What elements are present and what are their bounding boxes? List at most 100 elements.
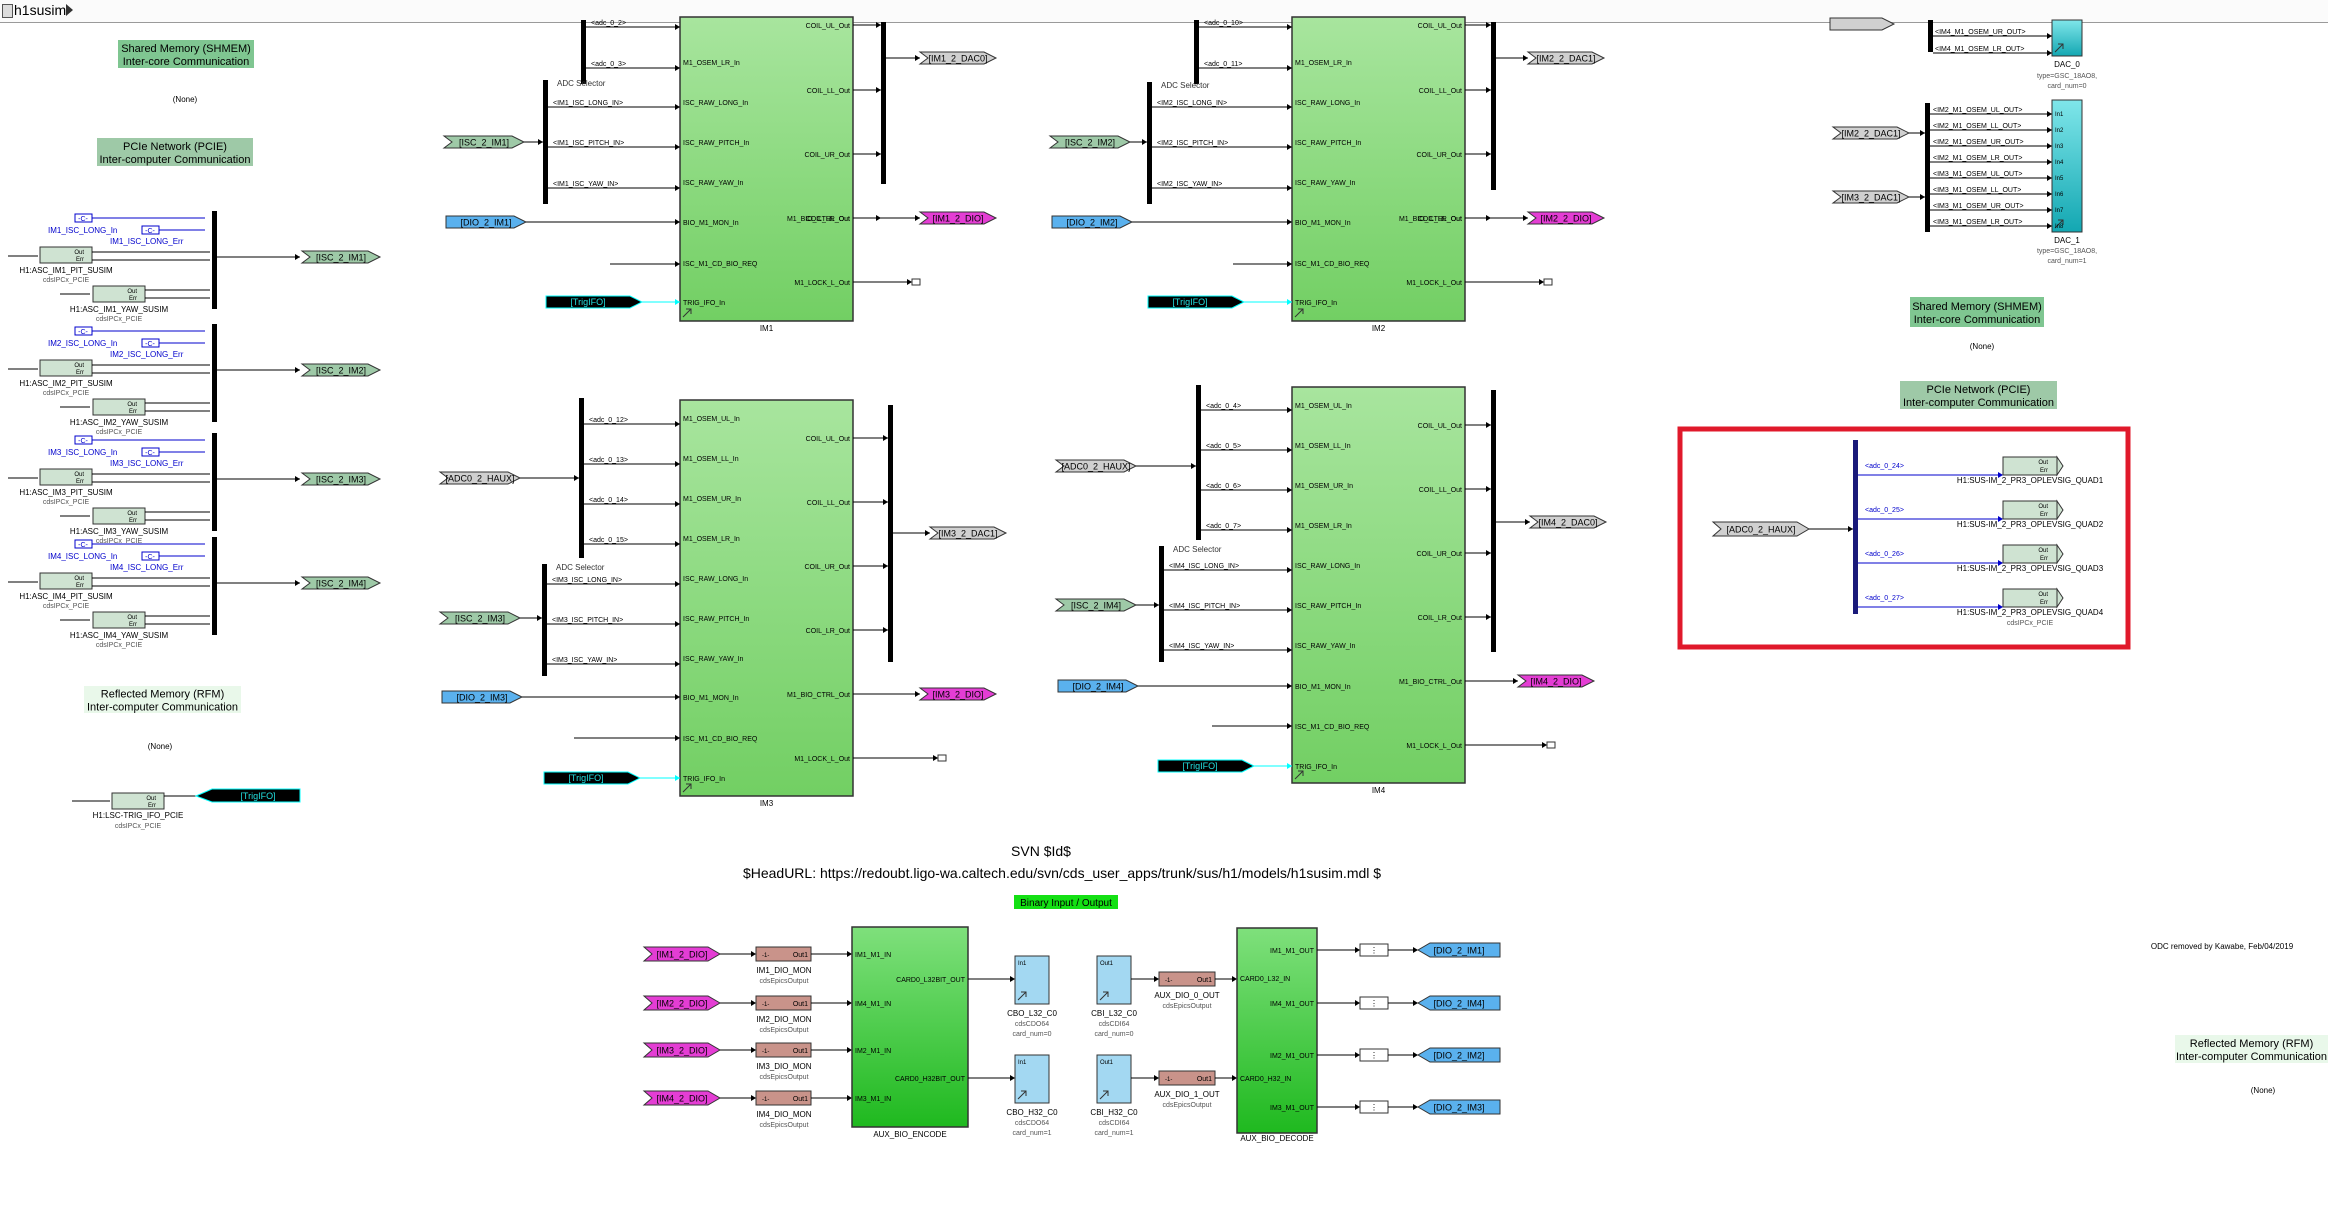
trigifo-from-tag[interactable] [545, 295, 644, 309]
ipc-block-name: H1:ASC_IM1_YAW_SUSIM [70, 305, 169, 314]
cd-io-block[interactable] [1096, 1054, 1132, 1104]
dio-from-tag[interactable] [445, 215, 528, 229]
im-subsystem-block[interactable] [679, 399, 854, 797]
oplev-ipc-block[interactable] [2002, 456, 2058, 476]
dio-from-tag[interactable] [642, 995, 721, 1011]
from-tag-partial[interactable] [1829, 17, 1896, 31]
cd-io-block[interactable] [1014, 1054, 1050, 1104]
isc-from-tag[interactable] [1048, 135, 1132, 149]
isc-goto-tag[interactable] [300, 250, 382, 264]
arrow-head-icon [1287, 607, 1292, 613]
im-subsystem-block[interactable] [1291, 386, 1466, 784]
aux-bio-decode-block[interactable] [1236, 927, 1318, 1134]
im-input-port: TRIG_IFO_In [1295, 300, 1337, 307]
ipc-block-sub: cdsIPCx_PCIE [96, 316, 143, 323]
cd-io-block[interactable] [1014, 955, 1050, 1005]
adc-selector-label: ADC Selector [1161, 81, 1210, 90]
port-err: Err [129, 409, 137, 415]
im-input-port: ISC_RAW_PITCH_In [1295, 603, 1361, 610]
oplev-ipc-block[interactable] [2002, 588, 2058, 608]
isc-from-tag[interactable] [1054, 598, 1138, 612]
im-subsystem-block[interactable] [679, 16, 854, 322]
dio-goto-tag[interactable] [1417, 995, 1501, 1011]
cd-io-block[interactable] [1096, 955, 1132, 1005]
terminator-block[interactable] [1546, 741, 1556, 749]
aux-bio-encode-block[interactable] [851, 926, 969, 1128]
dac-goto-tag[interactable] [928, 526, 1008, 540]
model-breadcrumb[interactable]: h1susim [14, 2, 67, 18]
isc-goto-tag[interactable] [300, 576, 382, 590]
dio-from-tag[interactable] [441, 690, 524, 704]
arrow-head-icon [2047, 143, 2052, 149]
haux-from-tag[interactable] [438, 471, 522, 485]
pcie-ipc-block[interactable] [92, 507, 146, 525]
trigifo-from-label: [TrigIFO] [1172, 297, 1207, 307]
bus-bar [212, 433, 217, 531]
isc-goto-tag[interactable] [300, 472, 382, 486]
im-subsystem-block[interactable] [1291, 16, 1466, 322]
link-icon [1017, 991, 1027, 1001]
isc-long-err-label: IM1_ISC_LONG_Err [110, 237, 184, 246]
pcie-ipc-block[interactable] [92, 398, 146, 416]
dio-from-tag[interactable] [1057, 679, 1140, 693]
trigifo-from-tag[interactable] [1147, 295, 1246, 309]
trigifo-goto-tag[interactable] [194, 788, 301, 803]
isc-from-tag[interactable] [442, 135, 526, 149]
adc-selector-label: ADC Selector [556, 563, 605, 572]
dio-goto-tag[interactable] [1526, 211, 1606, 225]
pcie-ipc-block[interactable] [92, 611, 146, 629]
oplev-ipc-block[interactable] [2002, 500, 2058, 520]
pcie-ipc-block[interactable] [92, 285, 146, 303]
dac-goto-tag-label: [IM3_2_DAC1] [938, 529, 997, 539]
terminator-block[interactable] [1543, 278, 1553, 286]
terminator-block[interactable] [911, 278, 921, 286]
dio-from-tag[interactable] [1051, 215, 1134, 229]
dio-goto-tag[interactable] [1417, 942, 1501, 958]
isc-goto-tag[interactable] [300, 363, 382, 377]
dac-input-port: In3 [2055, 144, 2064, 150]
ipc-block-sub: cdsIPCx_PCIE [43, 499, 90, 506]
cd-port: Out1 [1100, 961, 1114, 967]
pcie-ipc-block[interactable] [39, 246, 93, 264]
pcie-ipc-block[interactable] [39, 468, 93, 486]
trigifo-from-tag[interactable] [543, 771, 642, 785]
dio-goto-tag[interactable] [918, 687, 998, 701]
dio-goto-tag[interactable] [1417, 1099, 1501, 1115]
port-err: Err [2040, 512, 2048, 518]
dio-from-tag[interactable] [642, 946, 721, 962]
pcie-ipc-block[interactable] [39, 359, 93, 377]
breadcrumb-arrow-icon[interactable] [66, 4, 73, 16]
dac1-from-tag[interactable] [1831, 190, 1911, 204]
decode-name: AUX_BIO_DECODE [1240, 1134, 1313, 1143]
trigifo-from-tag[interactable] [1157, 759, 1256, 773]
im-output-port: COIL_UL_Out [1418, 423, 1462, 430]
dio-mon-sub: cdsEpicsOutput [759, 978, 808, 985]
dio-from-tag[interactable] [642, 1042, 721, 1058]
oplev-ipc-block[interactable] [2002, 544, 2058, 564]
link-icon [1099, 1090, 1109, 1100]
im-output-port: M1_LOCK_L_Out [794, 280, 850, 287]
haux-from-tag[interactable] [1711, 521, 1810, 537]
arrow-head-icon [915, 55, 920, 61]
dac-goto-tag[interactable] [1528, 515, 1608, 529]
dac1-block[interactable] [2051, 99, 2083, 233]
ipc-block-name: H1:ASC_IM1_PIT_SUSIM [19, 266, 113, 275]
pcie-ipc-block[interactable] [39, 572, 93, 590]
dio-goto-tag[interactable] [918, 211, 998, 225]
lsc-trig-ipc-block[interactable] [111, 792, 165, 810]
dac-goto-tag[interactable] [918, 51, 998, 65]
haux-from-tag[interactable] [1054, 459, 1138, 473]
block-arrow-icon [2056, 455, 2064, 477]
dac-goto-tag[interactable] [1526, 51, 1606, 65]
terminator-block[interactable] [937, 754, 947, 762]
dio-goto-tag[interactable] [1516, 674, 1596, 688]
dio-from-tag[interactable] [642, 1090, 721, 1106]
dac-goto-tag-label: [IM4_2_DAC0] [1538, 518, 1597, 528]
arrow-head-icon [907, 279, 912, 285]
arrow-head-icon [1232, 976, 1237, 982]
dac1-from-tag[interactable] [1831, 126, 1911, 140]
isc-signal-label: <IM3_ISC_PITCH_IN> [552, 617, 623, 624]
isc-from-tag[interactable] [438, 611, 522, 625]
dio-goto-tag[interactable] [1417, 1047, 1501, 1063]
